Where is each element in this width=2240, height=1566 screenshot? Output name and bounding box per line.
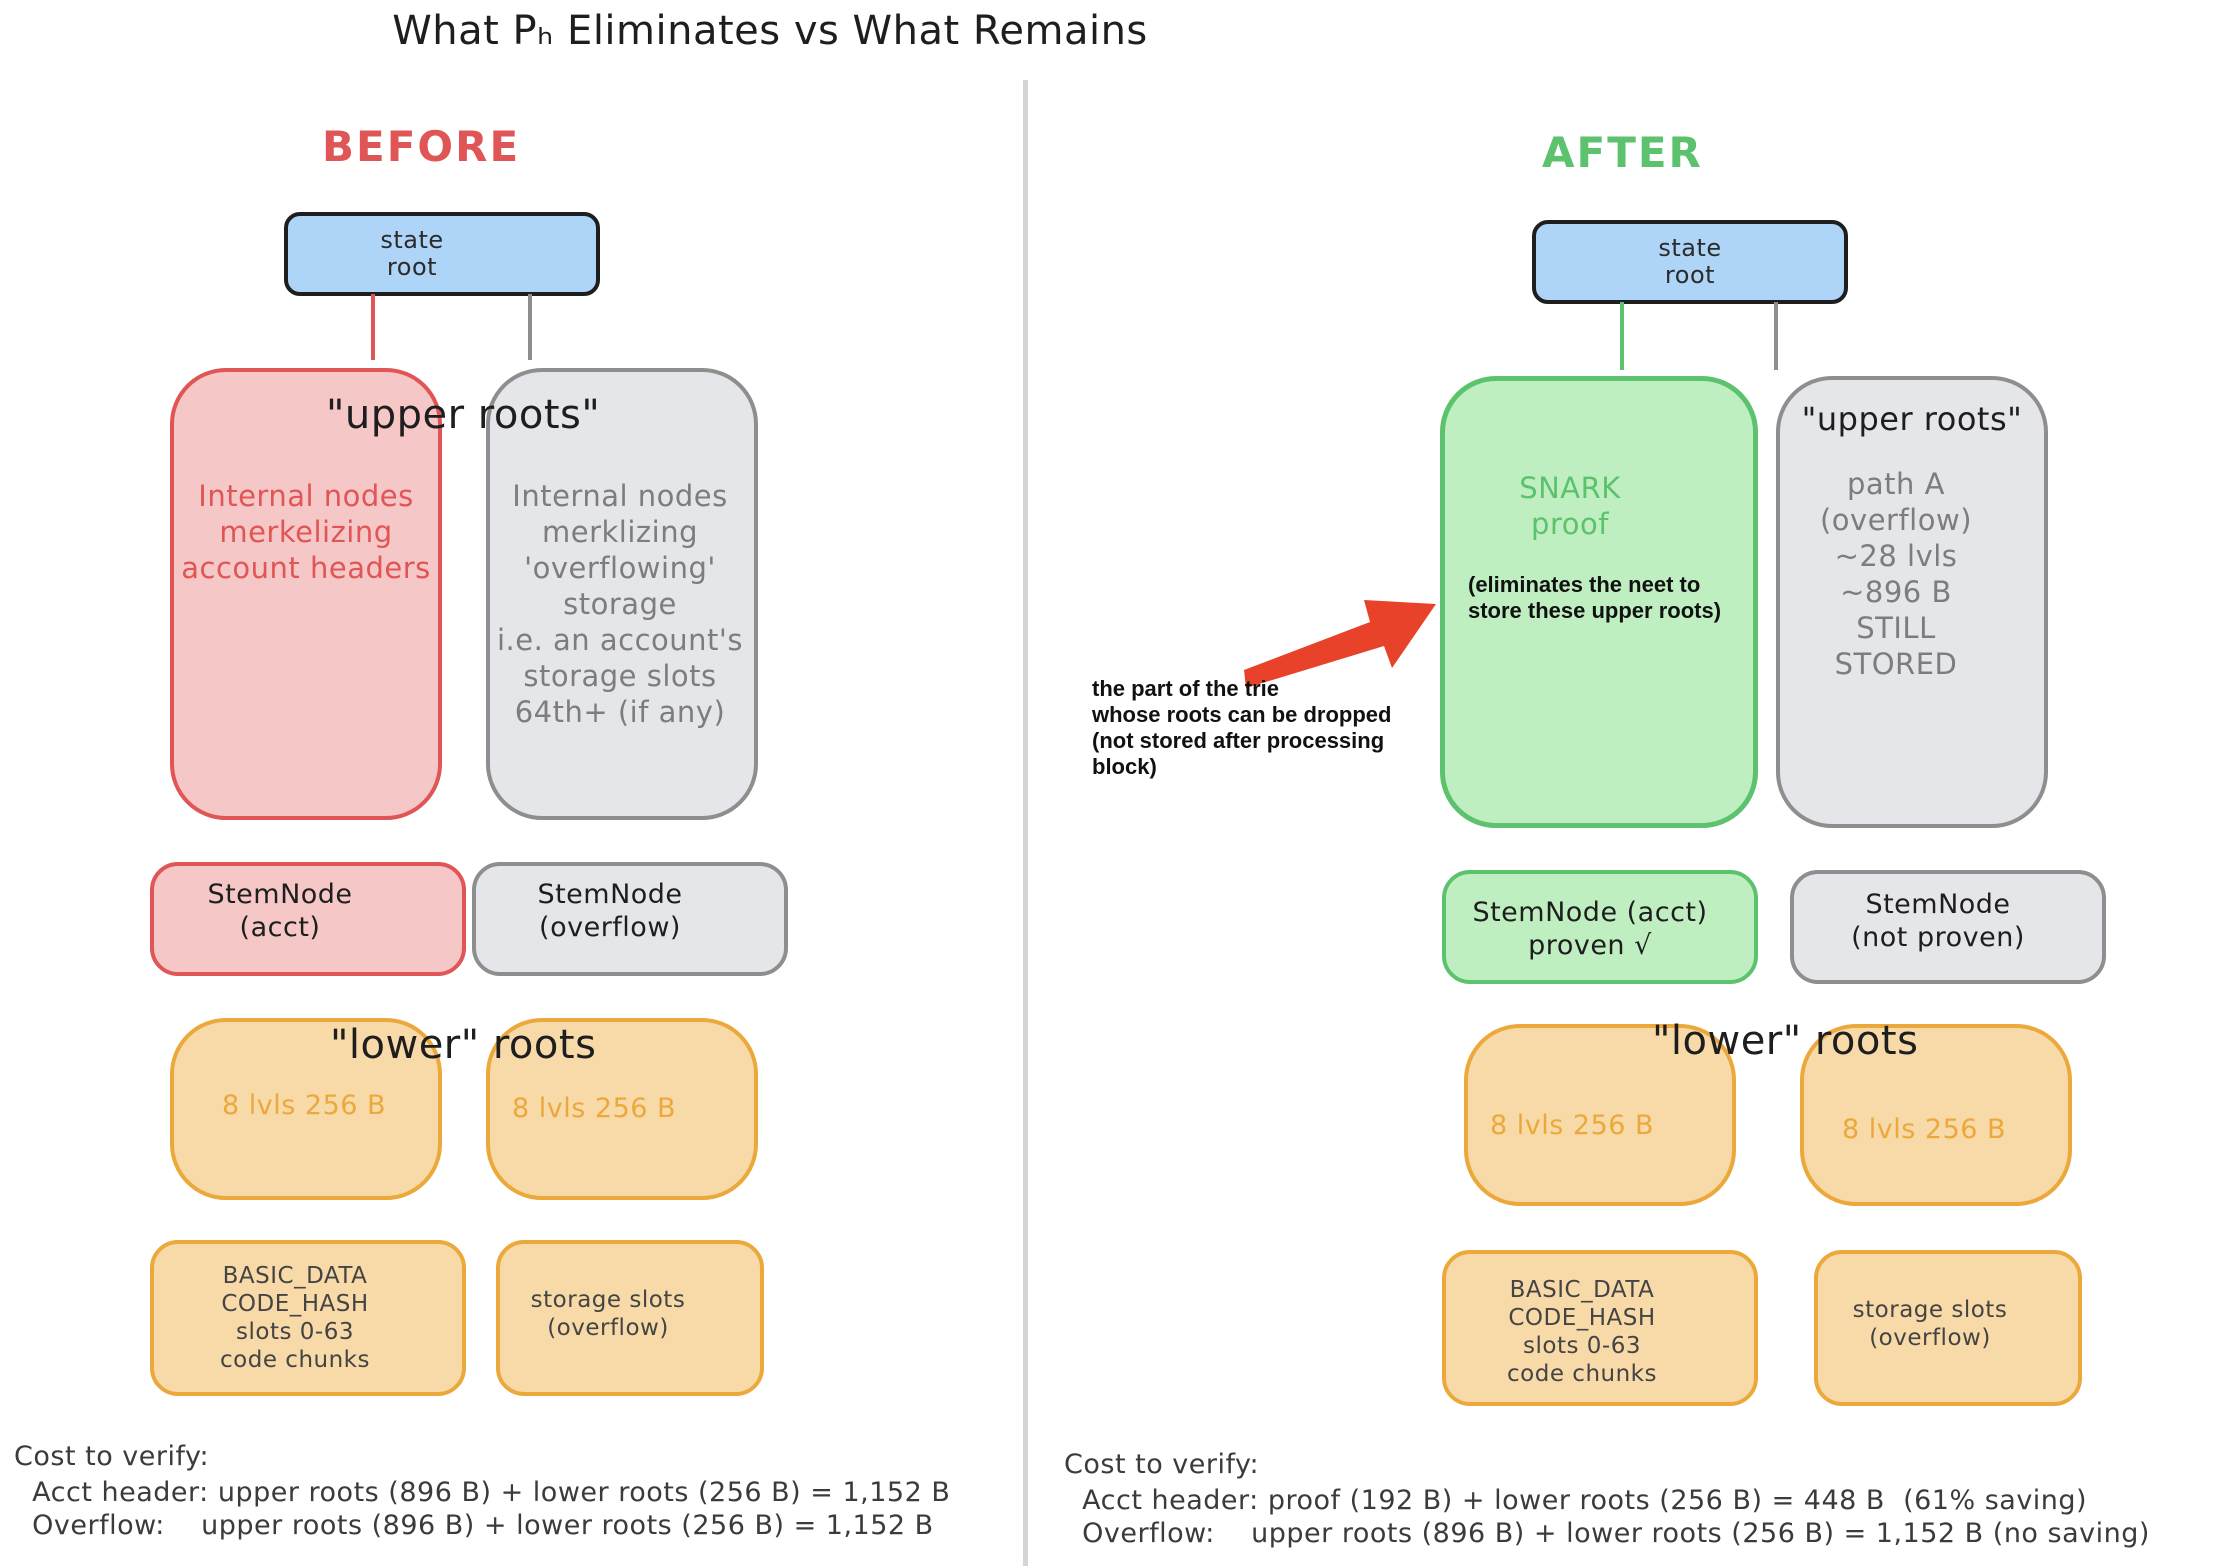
before-cost-heading: Cost to verify:: [14, 1441, 210, 1472]
after-overflow-connector: [1774, 302, 1778, 370]
state-root-label: state root: [380, 226, 444, 281]
after-stem-overflow-label: StemNode (not proven): [1851, 889, 2025, 953]
before-upper-roots-label: "upper roots": [326, 392, 601, 438]
after-upper-roots-label: "upper roots": [1801, 400, 2023, 438]
after-stem-acct: [1442, 870, 1758, 984]
before-lower-roots-label: "lower" roots: [330, 1022, 597, 1068]
before-lower-overflow: [486, 1018, 758, 1200]
before-label: BEFORE: [322, 122, 521, 171]
before-leaf-acct: [150, 1240, 466, 1396]
before-lower-acct-text: 8 lvls 256 B: [222, 1090, 387, 1121]
before-acct-upper-roots: [170, 368, 442, 820]
after-state-root-node: state root: [1532, 220, 1848, 304]
before-acct-upper-text: Internal nodes merkelizing account heade…: [181, 479, 431, 585]
after-label: AFTER: [1542, 128, 1703, 177]
after-stem-acct-label: StemNode (acct) proven √: [1472, 897, 1708, 961]
before-state-root-node: state root: [284, 212, 600, 296]
panel-divider: [1023, 80, 1028, 1566]
after-leaf-acct: [1442, 1250, 1758, 1406]
after-snark-label: SNARK proof: [1519, 471, 1621, 541]
before-stem-acct: [150, 862, 466, 976]
before-leaf-acct-text: BASIC_DATA CODE_HASH slots 0-63 code chu…: [220, 1263, 370, 1373]
after-acct-connector: [1620, 302, 1624, 370]
after-cost-acct: Acct header: proof (192 B) + lower roots…: [1064, 1485, 2088, 1516]
diagram-title: What Pₕ Eliminates vs What Remains: [392, 8, 1148, 54]
before-stem-overflow-label: StemNode (overflow): [537, 879, 683, 943]
after-snark-note: (eliminates the neet to store these uppe…: [1468, 572, 1722, 623]
before-lower-overflow-text: 8 lvls 256 B: [512, 1093, 677, 1124]
before-leaf-overflow-text: storage slots (overflow): [530, 1287, 686, 1341]
after-stem-overflow: [1790, 870, 2106, 984]
state-root-label: state root: [1658, 234, 1722, 289]
before-cost-overflow: Overflow: upper roots (896 B) + lower ro…: [14, 1510, 934, 1541]
arrow-shape: [1244, 600, 1436, 688]
before-leaf-overflow: [496, 1240, 764, 1396]
after-leaf-overflow: [1814, 1250, 2082, 1406]
after-lower-acct-text: 8 lvls 256 B: [1490, 1110, 1655, 1141]
before-overflow-upper-text: Internal nodes merklizing 'overflowing' …: [496, 479, 744, 729]
after-snark-proof-box: [1440, 376, 1758, 828]
after-overflow-upper-roots: [1776, 376, 2048, 828]
before-overflow-connector: [528, 294, 532, 360]
after-leaf-acct-text: BASIC_DATA CODE_HASH slots 0-63 code chu…: [1507, 1277, 1657, 1387]
after-lower-overflow: [1800, 1024, 2072, 1206]
before-overflow-upper-roots: [486, 368, 758, 820]
after-lower-acct: [1464, 1024, 1736, 1206]
after-lower-roots-label: "lower" roots: [1652, 1018, 1919, 1064]
after-annotation-text: the part of the trie whose roots can be …: [1092, 676, 1392, 779]
before-stem-acct-label: StemNode (acct): [207, 879, 353, 943]
before-stem-overflow: [472, 862, 788, 976]
before-lower-acct: [170, 1018, 442, 1200]
after-lower-overflow-text: 8 lvls 256 B: [1842, 1114, 2007, 1145]
before-cost-acct: Acct header: upper roots (896 B) + lower…: [14, 1477, 951, 1508]
after-overflow-upper-text: path A (overflow) ~28 lvls ~896 B STILL …: [1819, 467, 1973, 681]
before-acct-connector: [371, 294, 375, 360]
after-leaf-overflow-text: storage slots (overflow): [1852, 1297, 2008, 1351]
after-cost-overflow: Overflow: upper roots (896 B) + lower ro…: [1064, 1518, 2150, 1549]
after-cost-heading: Cost to verify:: [1064, 1449, 1260, 1480]
annotation-arrow-icon: [1244, 600, 1436, 688]
